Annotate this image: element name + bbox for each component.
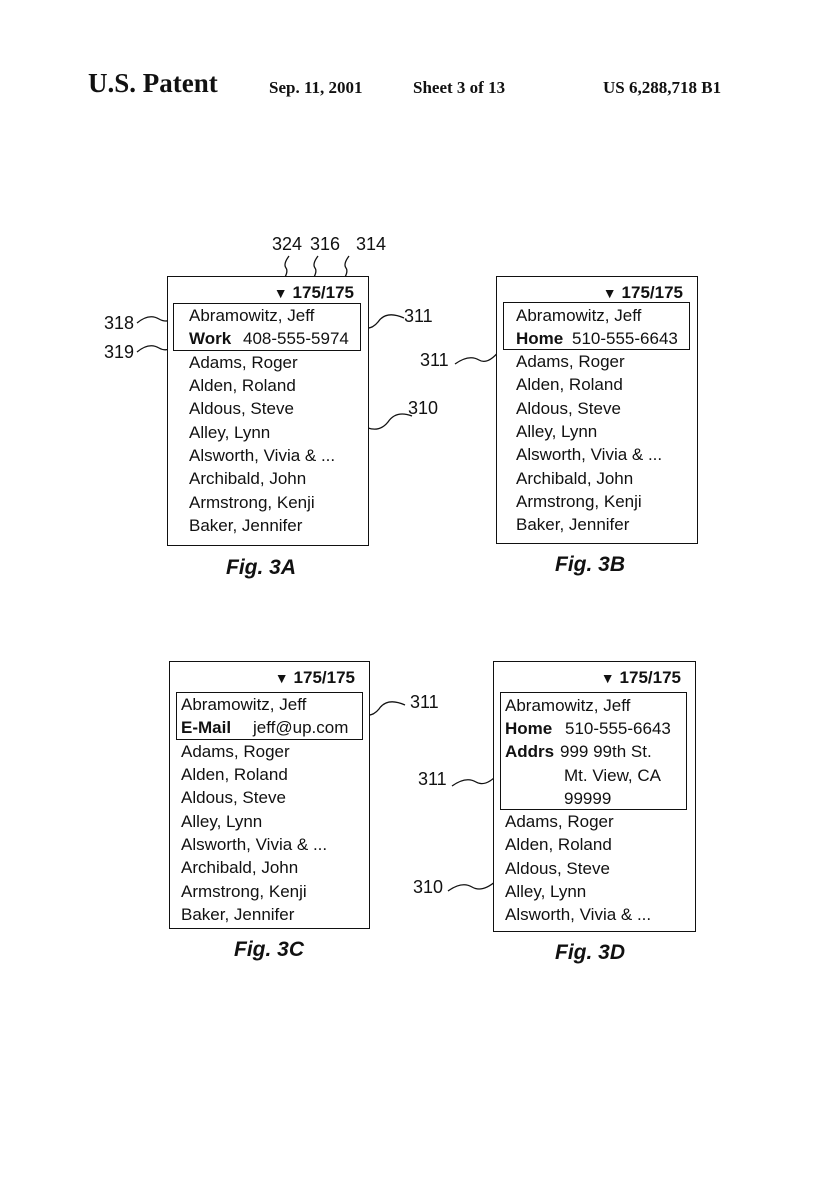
- patent-number: US 6,288,718 B1: [603, 78, 722, 97]
- ref-316: 316: [310, 234, 341, 254]
- list-item[interactable]: Archibald, John: [516, 469, 634, 488]
- ref-318: 318: [104, 313, 135, 333]
- selected-entry[interactable]: [173, 303, 361, 351]
- ref-311: 311: [404, 306, 433, 326]
- ref-324: 324: [272, 234, 303, 254]
- list-item[interactable]: Aldous, Steve: [516, 399, 621, 418]
- ref-310: 310: [408, 398, 439, 418]
- patent-date: Sep. 11, 2001: [269, 78, 363, 97]
- list-item[interactable]: Baker, Jennifer: [189, 516, 303, 535]
- ref-310: 310: [413, 877, 444, 897]
- ref-311: 311: [410, 692, 439, 712]
- selected-entry-name: Abramowitz, Jeff: [181, 695, 307, 714]
- patent-office-title: U.S. Patent: [88, 68, 218, 98]
- list-item[interactable]: Aldous, Steve: [181, 788, 286, 807]
- dropdown-triangle-icon[interactable]: ▼: [273, 285, 288, 301]
- figure-caption: Fig. 3A: [226, 556, 297, 579]
- list-item[interactable]: Aldous, Steve: [505, 859, 610, 878]
- list-item[interactable]: Adams, Roger: [181, 742, 290, 761]
- figure-caption: Fig. 3C: [234, 938, 305, 961]
- ref-314: 314: [356, 234, 387, 254]
- list-item[interactable]: Aldous, Steve: [189, 399, 294, 418]
- list-item[interactable]: Alsworth, Vivia & ...: [181, 835, 328, 854]
- list-item[interactable]: Armstrong, Kenji: [189, 493, 315, 512]
- ref-319: 319: [104, 342, 135, 362]
- list-item[interactable]: Alsworth, Vivia & ...: [516, 445, 663, 464]
- list-item[interactable]: Alley, Lynn: [516, 422, 598, 441]
- selected-entry-name: Abramowitz, Jeff: [505, 696, 631, 715]
- list-item[interactable]: Baker, Jennifer: [516, 515, 630, 534]
- list-item[interactable]: Archibald, John: [181, 858, 299, 877]
- list-item[interactable]: Alden, Roland: [181, 765, 288, 784]
- record-counter: ▼175/175: [600, 668, 681, 687]
- list-item[interactable]: Alsworth, Vivia & ...: [189, 446, 336, 465]
- selected-entry-name: Abramowitz, Jeff: [189, 306, 315, 325]
- selected-entry[interactable]: [500, 692, 687, 810]
- ref-311: 311: [418, 769, 447, 789]
- list-item[interactable]: Armstrong, Kenji: [181, 882, 307, 901]
- dropdown-triangle-icon[interactable]: ▼: [600, 670, 615, 686]
- list-item[interactable]: Alden, Roland: [189, 376, 296, 395]
- sheet-number: Sheet 3 of 13: [413, 78, 506, 97]
- list-item[interactable]: Archibald, John: [189, 469, 307, 488]
- list-item[interactable]: Adams, Roger: [189, 353, 298, 372]
- list-item[interactable]: Adams, Roger: [516, 352, 625, 371]
- dropdown-triangle-icon[interactable]: ▼: [602, 285, 617, 301]
- list-item[interactable]: Alley, Lynn: [189, 423, 271, 442]
- ref-311: 311: [420, 350, 449, 370]
- dropdown-triangle-icon[interactable]: ▼: [274, 670, 289, 686]
- record-counter: ▼175/175: [273, 283, 354, 302]
- list-item[interactable]: Alden, Roland: [505, 835, 612, 854]
- list-item[interactable]: Alden, Roland: [516, 375, 623, 394]
- selected-entry-name: Abramowitz, Jeff: [516, 306, 642, 325]
- list-item[interactable]: Adams, Roger: [505, 812, 614, 831]
- list-item[interactable]: Armstrong, Kenji: [516, 492, 642, 511]
- record-counter: ▼175/175: [602, 283, 683, 302]
- record-counter: ▼175/175: [274, 668, 355, 687]
- list-item[interactable]: Alley, Lynn: [181, 812, 263, 831]
- figure-caption: Fig. 3B: [555, 553, 626, 576]
- list-item[interactable]: Alley, Lynn: [505, 882, 587, 901]
- selected-entry-address-line3: 99999: [564, 789, 612, 808]
- selected-entry[interactable]: [176, 692, 363, 740]
- list-item[interactable]: Alsworth, Vivia & ...: [505, 905, 652, 924]
- selected-entry[interactable]: [503, 302, 690, 350]
- selected-entry-address-line2: Mt. View, CA: [564, 766, 661, 785]
- list-item[interactable]: Baker, Jennifer: [181, 905, 295, 924]
- figure-caption: Fig. 3D: [555, 941, 626, 964]
